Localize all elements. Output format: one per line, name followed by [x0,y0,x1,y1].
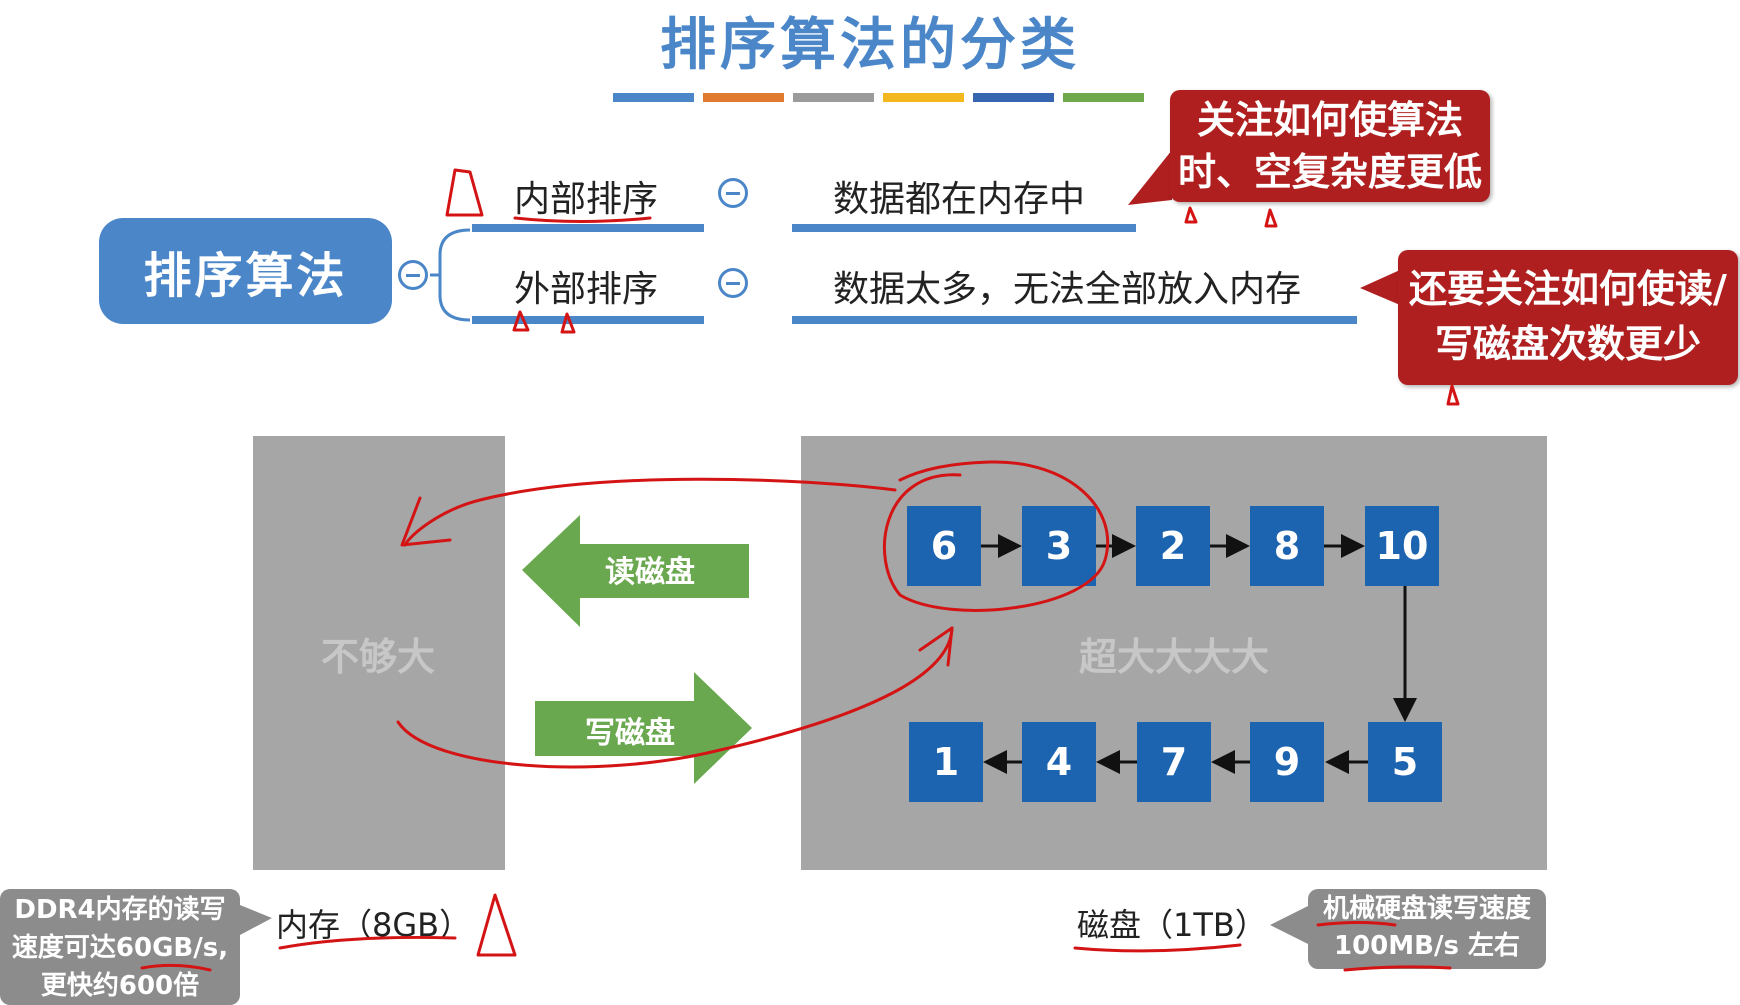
note-line: 更快约600倍 [40,971,200,1001]
callout-pointer [1360,270,1400,305]
annotation-mark [1316,921,1397,927]
annotation-mark [1184,206,1198,224]
branch-internal-description[interactable]: 数据都在内存中 [833,179,1086,220]
write-arrowhead [918,626,954,667]
title-color-strip [613,93,1144,102]
memory-speed-note: DDR4内存的读写 速度可达60GB/s, 更快约600倍 [0,889,240,1005]
strip-segment [1063,93,1144,102]
branch-internal-collapse-button[interactable] [718,178,748,208]
annotation-mark [445,168,484,217]
write-curve [396,626,954,769]
read-disk-label: 读磁盘 [605,555,695,590]
list-node: 8 [1250,506,1324,586]
annotation-mark [1073,943,1242,953]
list-node: 10 [1365,506,1439,586]
read-arrowhead [400,496,452,547]
disk-speed-note: 机械硬盘读写速度 100MB/s 左右 [1308,889,1546,969]
strip-segment [703,93,784,102]
callout-line: 写磁盘次数更少 [1434,322,1701,366]
note-line: DDR4内存的读写 [14,895,226,925]
branch-internal-sort[interactable]: 内部排序 [514,179,659,220]
callout-pointer [1270,905,1310,945]
callout-external-note: 还要关注如何使读/ 写磁盘次数更少 [1398,250,1738,385]
annotation-mark [1264,208,1278,228]
callout-pointer [240,905,272,935]
annotation-mark [476,893,517,957]
memory-box: 不够大 [253,436,505,870]
annotation-mark [140,963,212,972]
root-node-sort-algorithms[interactable]: 排序算法 [99,218,392,324]
write-disk-label: 写磁盘 [585,716,675,751]
page-title: 排序算法的分类 [660,13,1080,78]
branch-underline [792,224,1136,232]
branch-underline [472,316,704,324]
list-node: 3 [1022,506,1096,586]
list-node: 5 [1368,722,1442,802]
branch-underline [792,316,1357,324]
annotation-circle [882,460,1110,612]
note-line: 速度可达60GB/s, [11,933,229,963]
callout-line: 还要关注如何使读/ [1409,267,1727,311]
note-line: 100MB/s 左右 [1334,931,1520,961]
list-node: 7 [1137,722,1211,802]
list-node: 9 [1250,722,1324,802]
list-node: 6 [907,506,981,586]
disk-label: 磁盘（1TB） [1077,906,1267,944]
branch-external-collapse-button[interactable] [718,268,748,298]
root-collapse-button[interactable] [398,260,428,290]
annotation-mark [1446,384,1460,406]
strip-segment [883,93,964,102]
callout-line: 关注如何使算法 [1196,98,1463,142]
list-node: 2 [1136,506,1210,586]
list-node: 4 [1022,722,1096,802]
strip-segment [613,93,694,102]
callout-line: 时、空复杂度更低 [1177,150,1482,194]
list-node: 1 [909,722,983,802]
read-disk-arrow [522,515,749,627]
callout-pointer [1128,150,1172,205]
branch-external-sort[interactable]: 外部排序 [514,269,659,310]
annotation-mark [278,935,457,950]
note-line: 机械硬盘读写速度 [1322,894,1531,924]
branch-underline [472,224,704,232]
strip-segment [793,93,874,102]
read-curve [403,477,897,547]
branch-external-description[interactable]: 数据太多，无法全部放入内存 [833,269,1302,310]
strip-segment [973,93,1054,102]
annotation-mark [513,216,652,223]
disk-box-text: 超大大大大 [1079,635,1270,679]
annotation-mark [512,310,530,332]
callout-internal-note: 关注如何使算法 时、空复杂度更低 [1170,90,1490,202]
memory-box-text: 不够大 [321,635,436,679]
annotation-mark [1343,965,1452,972]
annotation-mark [560,312,576,334]
